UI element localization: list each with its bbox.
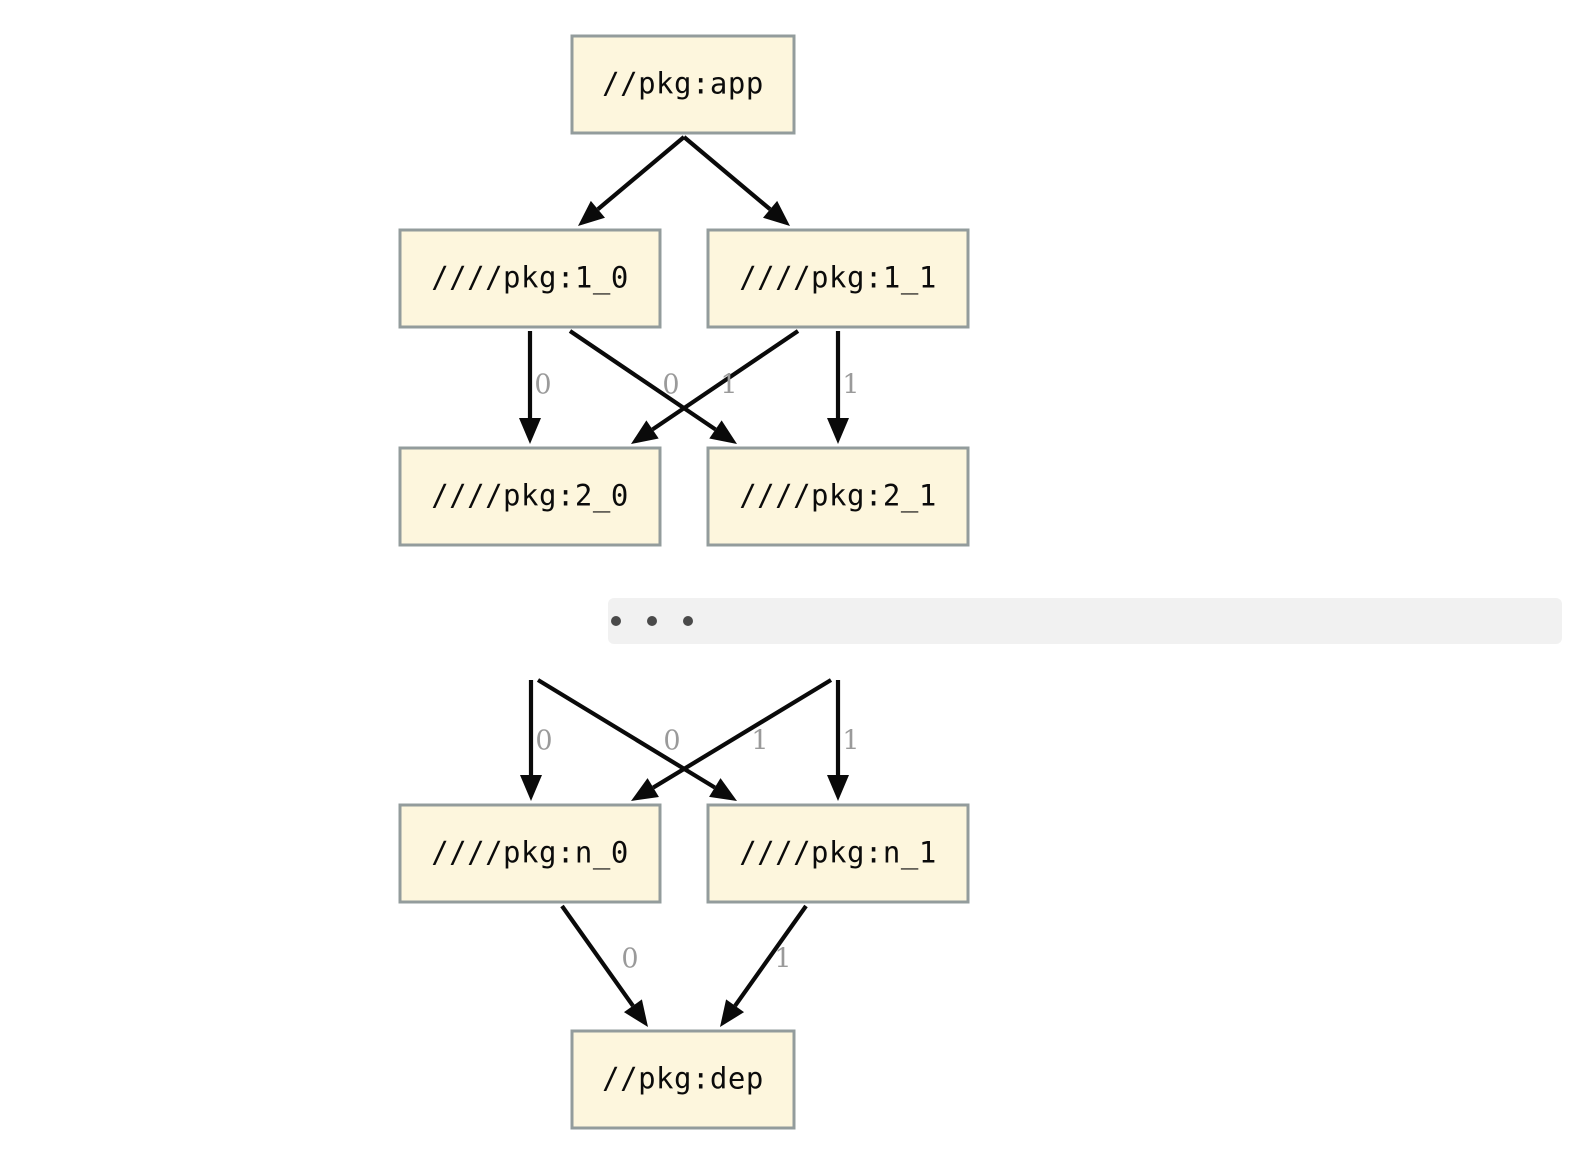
nodes-layer: //pkg:app ////pkg:1_0 ////pkg:1_1 ////pkg:2… <box>398 34 970 1130</box>
ellipsis-dot <box>683 616 693 626</box>
edge-line <box>560 904 635 1008</box>
node-box <box>398 446 662 547</box>
ellipsis-band <box>608 598 1562 644</box>
node-box <box>706 803 970 904</box>
graph-node-ln_1[interactable]: ////pkg:n_1 <box>706 803 970 904</box>
ellipsis-dot <box>647 616 657 626</box>
edge-arrowhead <box>519 418 541 444</box>
graph-node-l2_1[interactable]: ////pkg:2_1 <box>706 446 970 547</box>
graph-edge[interactable]: 0 <box>560 904 648 1027</box>
edge-label: 0 <box>534 370 551 401</box>
edge-line <box>682 135 772 211</box>
edge-line <box>536 678 716 790</box>
node-label: ////pkg:n_1 <box>739 836 937 871</box>
edge-arrowhead <box>827 418 849 444</box>
node-label: ////pkg:1_0 <box>431 261 629 296</box>
graph-node-l1_0[interactable]: ////pkg:1_0 <box>398 228 662 329</box>
edge-arrowhead <box>827 775 849 801</box>
edge-arrowhead <box>631 420 659 444</box>
edge-label: 0 <box>621 944 638 975</box>
graph-edge[interactable]: 0 <box>520 680 553 801</box>
edge-label: 1 <box>720 370 737 401</box>
graph-edge[interactable] <box>578 135 686 226</box>
node-box <box>706 228 970 329</box>
edge-label: 0 <box>535 726 552 757</box>
edge-label: 1 <box>842 370 859 401</box>
graph-edge[interactable]: 0 <box>568 329 737 444</box>
graph-edge[interactable] <box>682 135 790 226</box>
edge-line <box>596 135 686 211</box>
truncation-indicator <box>608 598 1562 644</box>
edges-layer: 0 0 1 1 0 0 1 1 0 1 <box>519 135 860 1027</box>
node-label: //pkg:app <box>602 67 764 101</box>
graph-edge[interactable]: 1 <box>827 331 860 444</box>
graph-node-dep[interactable]: //pkg:dep <box>570 1029 796 1130</box>
node-box <box>570 34 796 135</box>
graph-node-l2_0[interactable]: ////pkg:2_0 <box>398 446 662 547</box>
edge-arrowhead <box>763 200 790 226</box>
edge-label: 1 <box>842 726 859 757</box>
edge-line <box>733 904 808 1008</box>
node-label: ////pkg:2_1 <box>739 479 937 514</box>
graph-edge[interactable]: 1 <box>827 680 860 801</box>
edge-arrowhead <box>578 200 605 226</box>
node-box <box>570 1029 796 1130</box>
edge-label: 0 <box>662 370 679 401</box>
edge-label: 1 <box>751 726 768 757</box>
edge-line <box>652 678 833 790</box>
node-box <box>398 803 662 904</box>
edge-line <box>651 329 800 432</box>
edge-arrowhead <box>709 778 737 801</box>
graph-node-ln_0[interactable]: ////pkg:n_0 <box>398 803 662 904</box>
node-label: ////pkg:1_1 <box>739 261 937 296</box>
edge-arrowhead <box>709 420 737 444</box>
node-box <box>398 228 662 329</box>
ellipsis-dot <box>611 616 621 626</box>
graph-edge[interactable]: 1 <box>631 678 833 801</box>
node-label: ////pkg:2_0 <box>431 479 629 514</box>
edge-arrowhead <box>720 999 745 1027</box>
graph-node-l1_1[interactable]: ////pkg:1_1 <box>706 228 970 329</box>
graph-edge[interactable]: 0 <box>536 678 737 801</box>
edge-arrowhead <box>520 775 542 801</box>
node-label: ////pkg:n_0 <box>431 836 629 871</box>
edge-label: 0 <box>663 726 680 757</box>
graph-node-app[interactable]: //pkg:app <box>570 34 796 135</box>
graph-edge[interactable]: 1 <box>631 329 800 444</box>
graph-edge[interactable]: 0 <box>519 331 552 444</box>
edge-label: 1 <box>774 944 791 975</box>
edge-arrowhead <box>623 999 648 1027</box>
edge-arrowhead <box>631 778 659 801</box>
graph-edge[interactable]: 1 <box>720 904 808 1027</box>
node-label: //pkg:dep <box>602 1062 764 1096</box>
edge-line <box>568 329 717 432</box>
node-box <box>706 446 970 547</box>
